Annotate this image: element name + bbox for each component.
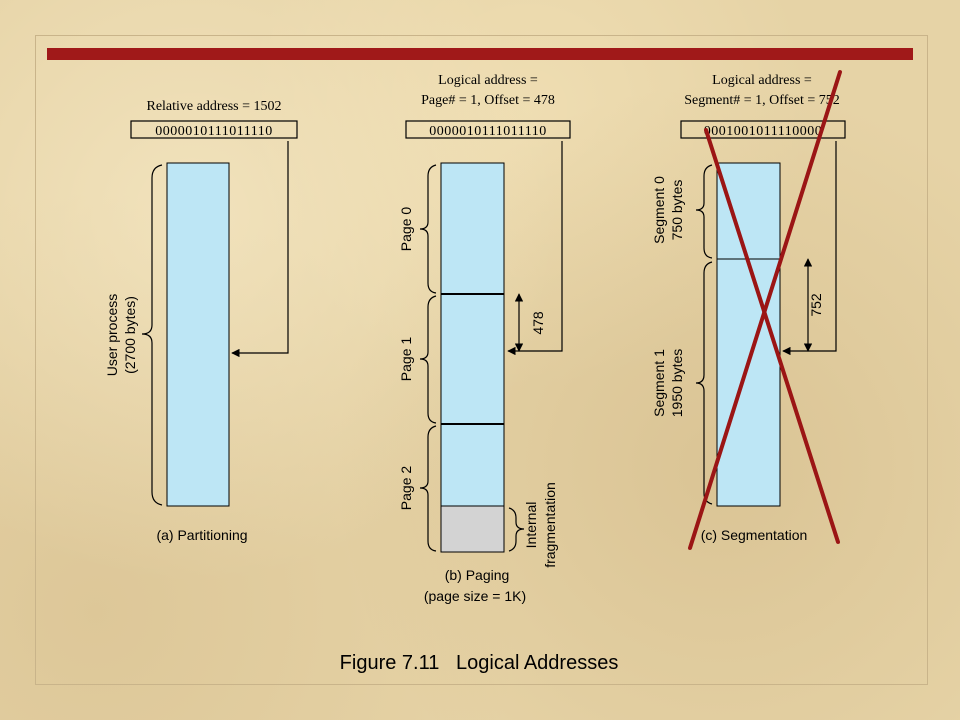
page-1-label: Page 1	[398, 337, 414, 382]
relative-address-bits: 0000010111011110	[155, 124, 272, 139]
relative-address-label: Relative address = 1502	[146, 99, 281, 114]
page-offset-value: 478	[530, 311, 546, 335]
segment-1-label: Segment 1	[651, 349, 667, 417]
user-process-size: (2700 bytes)	[122, 296, 138, 374]
segment-address-values: Segment# = 1, Offset = 752	[684, 93, 840, 108]
paging-offset-arrow	[507, 141, 563, 356]
segment-0-label: Segment 0	[651, 176, 667, 244]
user-process-block	[166, 162, 230, 507]
segment-0-size: 750 bytes	[669, 180, 685, 241]
user-process-brace	[141, 164, 163, 506]
segment-0-brace	[695, 164, 713, 259]
paging-caption: (b) Paging	[445, 567, 510, 583]
cross-out-line-1	[704, 128, 840, 544]
fragmentation-label-2: fragmentation	[542, 482, 558, 568]
fragmentation-brace	[508, 507, 525, 552]
segment-address-label: Logical address =	[712, 73, 812, 88]
fragmentation-label: Internal	[523, 502, 539, 549]
page-2-brace	[419, 425, 437, 552]
paging-panel: Logical address = Page# = 1, Offset = 47…	[398, 73, 571, 604]
segmentation-caption: (c) Segmentation	[701, 527, 808, 543]
relative-address-box	[130, 120, 298, 139]
segment-address-box	[680, 120, 846, 139]
paging-address-label: Logical address =	[438, 73, 538, 88]
partitioning-panel: Relative address = 1502 0000010111011110…	[104, 99, 298, 543]
paging-page-size: (page size = 1K)	[424, 588, 526, 604]
page-1-block	[440, 293, 505, 425]
segment-address-bits: 0001001011110000	[704, 124, 822, 139]
title-accent-bar	[47, 48, 913, 60]
slide-frame	[35, 35, 928, 685]
paging-address-box	[405, 120, 571, 139]
page-2-block	[440, 423, 505, 507]
page-0-brace	[419, 164, 437, 294]
page-2-label: Page 2	[398, 466, 414, 511]
partition-offset-arrow	[231, 141, 289, 358]
page-0-label: Page 0	[398, 207, 414, 252]
internal-fragmentation-block	[440, 505, 505, 553]
page-0-block	[440, 162, 505, 295]
figure-title: Figure 7.11 Logical Addresses	[340, 652, 619, 674]
user-process-label: User process	[104, 294, 120, 376]
paging-address-values: Page# = 1, Offset = 478	[421, 93, 555, 108]
cross-out-line-2	[688, 70, 842, 550]
segment-1-brace	[695, 261, 713, 505]
partitioning-caption: (a) Partitioning	[156, 527, 247, 543]
segment-1-size: 1950 bytes	[669, 349, 685, 418]
segmentation-panel: Logical address = Segment# = 1, Offset =…	[651, 70, 846, 550]
segment-offset-value: 752	[808, 293, 824, 317]
segment-offset-arrow	[782, 141, 837, 356]
page-1-brace	[419, 295, 437, 424]
segment-0-block	[716, 162, 781, 260]
paging-address-bits: 0000010111011110	[429, 124, 546, 139]
